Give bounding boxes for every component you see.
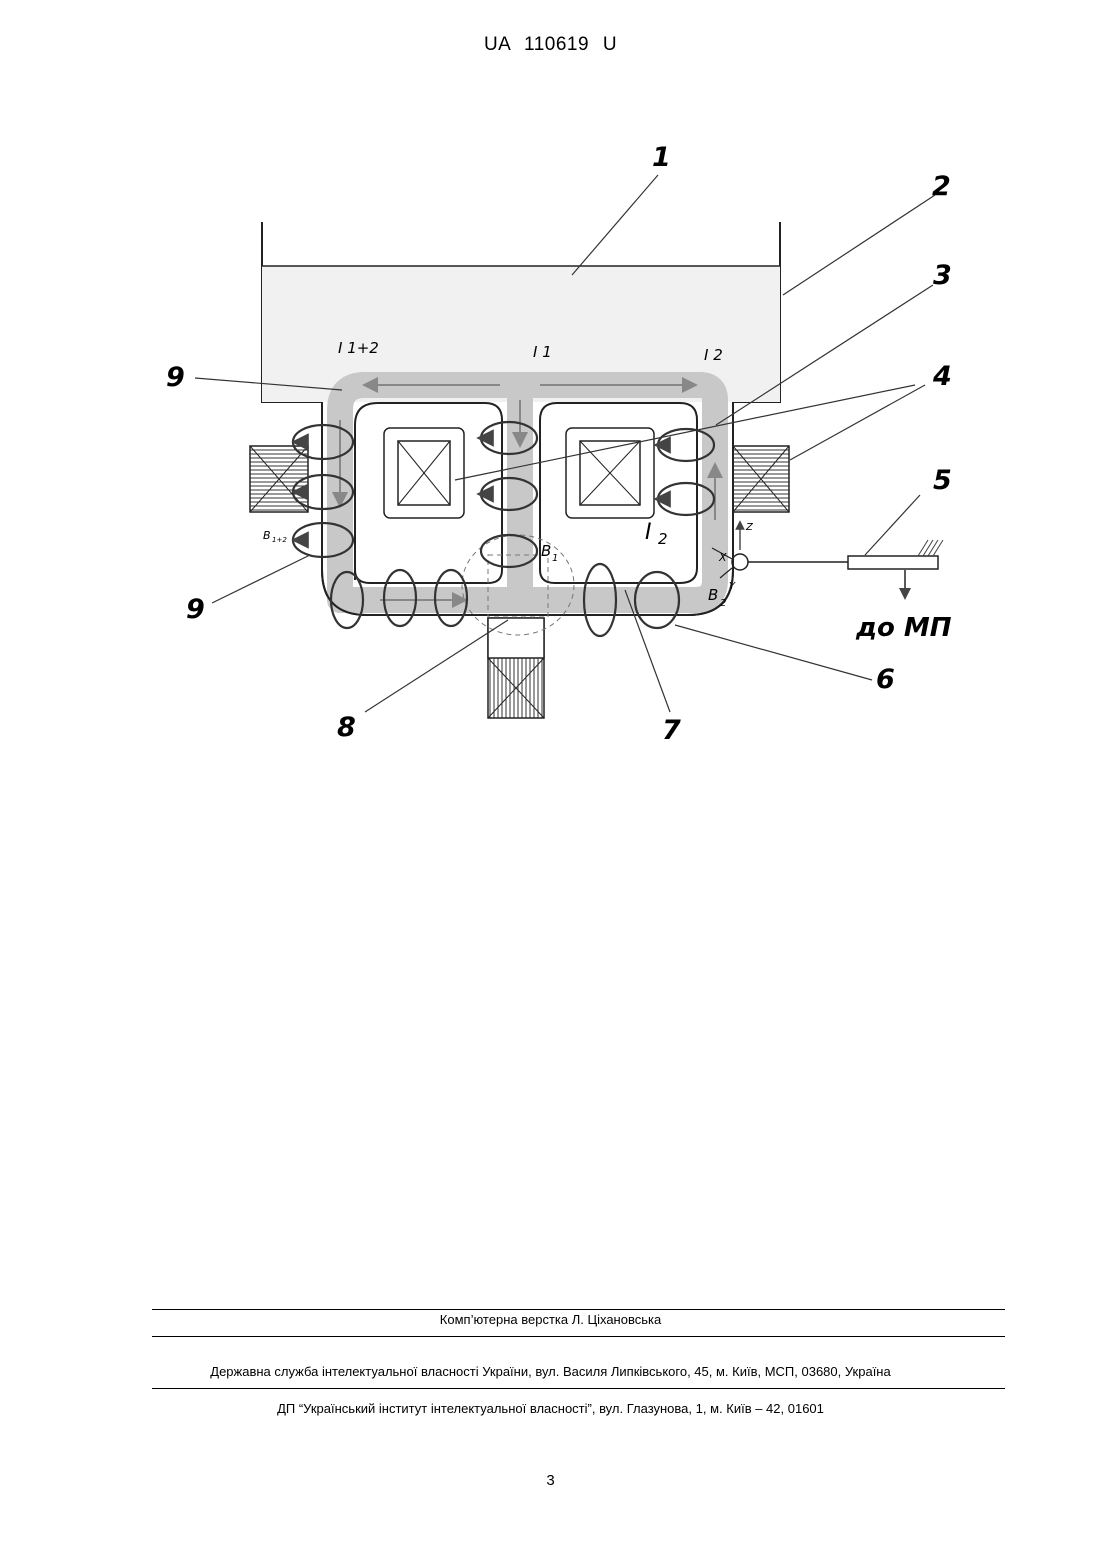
callout-9-bottom: 9	[186, 594, 205, 625]
callout-7: 7	[662, 715, 681, 746]
label-b1: B	[541, 542, 551, 560]
footer-rule-2	[152, 1336, 1005, 1337]
axis-x: X	[718, 551, 727, 564]
patent-figure: 1 2 3 4 5 6 7 8 9 9 I 1+2 I 1 I 2 I 2 B …	[0, 0, 1101, 760]
output-label: до МП	[855, 613, 952, 643]
label-i1: I 1	[533, 343, 552, 361]
callout-8: 8	[337, 712, 356, 743]
callout-2: 2	[932, 171, 951, 202]
sensor	[712, 525, 943, 594]
label-b2: B	[708, 586, 718, 604]
axis-y: Y	[729, 581, 736, 592]
label-i2: I 2	[704, 346, 723, 364]
label-i2-right-sub: 2	[658, 530, 668, 548]
callout-3: 3	[933, 260, 952, 291]
label-b12-sub: 1+2	[272, 536, 287, 544]
label-i2-right: I	[645, 520, 652, 545]
winding-bottom	[488, 618, 544, 718]
label-b1-sub: 1	[552, 553, 558, 564]
callout-6: 6	[876, 664, 895, 695]
footer-rule-3	[152, 1388, 1005, 1389]
label-i12: I 1+2	[338, 339, 379, 357]
footer-rule-1	[152, 1309, 1005, 1310]
layout-credit: Комп’ютерна верстка Л. Ціхановська	[0, 1312, 1101, 1327]
inductor-core-left	[384, 428, 464, 518]
label-b12: B	[263, 529, 271, 542]
callout-9-top: 9	[166, 362, 185, 393]
leader-lines	[195, 175, 935, 712]
agency-address: Державна служба інтелектуальної власност…	[0, 1364, 1101, 1379]
winding-right	[733, 446, 789, 512]
page-number: 3	[0, 1472, 1101, 1489]
callout-4: 4	[932, 361, 952, 392]
institute-address: ДП “Український інститут інтелектуальної…	[0, 1401, 1101, 1416]
callout-5: 5	[933, 465, 952, 496]
axis-z: Z	[745, 522, 754, 533]
callout-1: 1	[652, 142, 671, 173]
label-b2-sub: 2	[720, 598, 726, 609]
